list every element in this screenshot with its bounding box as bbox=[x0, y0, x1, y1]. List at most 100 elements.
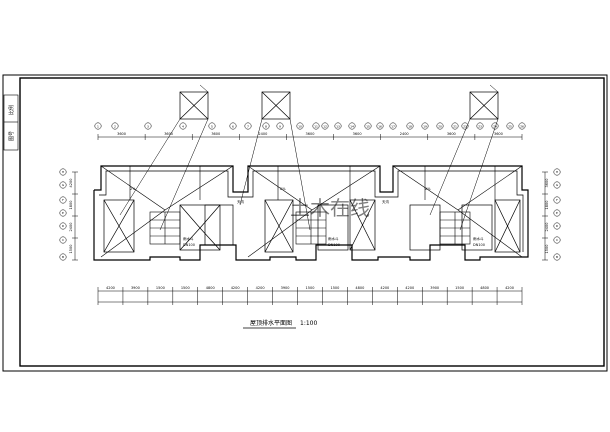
top-axis-bubble-0 bbox=[94, 122, 102, 130]
left-axis-bubble-0 bbox=[59, 168, 67, 176]
pipe-label-1: DN100 bbox=[183, 243, 195, 247]
left-dims-1: 1800 bbox=[69, 201, 73, 210]
top-axis-label-4: 5 bbox=[211, 124, 213, 128]
top-axis-label-16: 17 bbox=[391, 124, 395, 128]
top-axis-label-9: 10 bbox=[298, 124, 302, 128]
right-axis-label-6: B bbox=[556, 255, 558, 259]
right-dims-0: 3600 bbox=[545, 179, 549, 188]
top-axis-label-21: 22 bbox=[463, 124, 467, 128]
top-axis-bubble-2 bbox=[144, 122, 152, 130]
bottom-dimension-15: 4800 bbox=[480, 286, 489, 290]
drawing-title: 屋顶排水平面图 bbox=[250, 319, 292, 327]
top-axis-label-23: 24 bbox=[493, 124, 497, 128]
right-dims-2: 2400 bbox=[545, 223, 549, 232]
bottom-dimension-16: 4200 bbox=[505, 286, 514, 290]
top-axis-label-7: 8 bbox=[265, 124, 267, 128]
top-axis-bubble-5 bbox=[229, 122, 237, 130]
roof-hip-lines bbox=[100, 165, 523, 258]
right-axis-label-2: F bbox=[556, 198, 558, 202]
leader-lines bbox=[119, 84, 499, 231]
top-axis-bubble-9 bbox=[296, 122, 304, 130]
top-axis-bubble-6 bbox=[244, 122, 252, 130]
top-axis-bubble-21 bbox=[461, 122, 469, 130]
roof-annotations: 2% 2% 2% 雨水斗 雨水斗 雨水斗 DN100 DN100 DN100 天… bbox=[130, 187, 485, 247]
top-axis-bubble-17 bbox=[406, 122, 414, 130]
pipe-label-3: DN100 bbox=[473, 243, 485, 247]
top-dimension-2: 3600 bbox=[211, 132, 220, 136]
left-axis-bubble-6 bbox=[59, 253, 67, 261]
top-axis-label-17: 18 bbox=[408, 124, 412, 128]
sheet-border bbox=[2, 74, 608, 372]
left-axis-label-2: F bbox=[62, 198, 64, 202]
right-axis-bubble-1 bbox=[553, 181, 561, 189]
right-axis-label-0: H bbox=[556, 170, 558, 174]
bottom-dimension-5: 4200 bbox=[231, 286, 240, 290]
top-axis-label-22: 23 bbox=[478, 124, 482, 128]
top-dimension-3: 2400 bbox=[258, 132, 267, 136]
top-dimension-6: 2400 bbox=[400, 132, 409, 136]
bottom-dimension-2: 1500 bbox=[156, 286, 165, 290]
rooftop-boxes bbox=[179, 91, 499, 120]
title-block-text-2: 图号 bbox=[9, 131, 15, 141]
top-axis-label-8: 9 bbox=[279, 124, 281, 128]
right-axis-bubble-3 bbox=[553, 209, 561, 217]
top-axis-bubble-25 bbox=[518, 122, 526, 130]
bottom-dimension-lines bbox=[98, 290, 522, 303]
top-axis-label-25: 26 bbox=[520, 124, 524, 128]
slope-label-2: 2% bbox=[280, 187, 286, 191]
bottom-dimension-6: 4200 bbox=[256, 286, 265, 290]
right-axis-bubble-2 bbox=[553, 196, 561, 204]
left-axis-bubble-2 bbox=[59, 196, 67, 204]
top-dimension-7: 3600 bbox=[447, 132, 456, 136]
top-axis-label-6: 7 bbox=[247, 124, 249, 128]
top-axis-label-20: 21 bbox=[453, 124, 457, 128]
top-axis-bubble-18 bbox=[421, 122, 429, 130]
top-axis-bubble-1 bbox=[111, 122, 119, 130]
drawing-title-group: 屋顶排水平面图 1:100 bbox=[243, 319, 317, 329]
top-axis-label-18: 19 bbox=[423, 124, 427, 128]
top-axis-label-5: 6 bbox=[232, 124, 234, 128]
slope-label-3: 2% bbox=[425, 187, 431, 191]
top-dimension-0: 3600 bbox=[117, 132, 126, 136]
left-dims-2: 2400 bbox=[69, 223, 73, 232]
top-axis-bubble-15 bbox=[376, 122, 384, 130]
top-axis-label-14: 15 bbox=[366, 124, 370, 128]
right-axis-bubble-5 bbox=[553, 236, 561, 244]
top-axis-label-15: 16 bbox=[378, 124, 382, 128]
left-axis-bubble-4 bbox=[59, 222, 67, 230]
right-axis-bubble-6 bbox=[553, 253, 561, 261]
gutter-label-2: 天沟 bbox=[382, 199, 390, 204]
bottom-dimension-11: 4200 bbox=[380, 286, 389, 290]
bottom-dimension-12: 4200 bbox=[405, 286, 414, 290]
left-axis-label-4: D bbox=[62, 224, 65, 228]
top-axis-label-3: 4 bbox=[182, 124, 184, 128]
right-axis-label-3: E bbox=[556, 211, 558, 215]
title-block: 比例 图号 bbox=[3, 94, 19, 151]
bottom-dimension-10: 4800 bbox=[355, 286, 364, 290]
top-axis-label-19: 20 bbox=[438, 124, 442, 128]
top-axis-bubble-11 bbox=[321, 122, 329, 130]
right-axis-bubble-0 bbox=[553, 168, 561, 176]
drawing-scale: 1:100 bbox=[300, 320, 317, 327]
left-axis-label-5: C bbox=[62, 238, 64, 242]
top-axis-label-1: 2 bbox=[114, 124, 116, 128]
left-axis-label-1: G bbox=[62, 183, 65, 187]
top-axis-bubble-20 bbox=[451, 122, 459, 130]
top-axis-bubble-13 bbox=[348, 122, 356, 130]
top-dimension-4: 3600 bbox=[306, 132, 315, 136]
top-axis-label-13: 14 bbox=[350, 124, 354, 128]
top-axis-bubble-14 bbox=[364, 122, 372, 130]
drain-label-3: 雨水斗 bbox=[473, 236, 484, 241]
top-axis-label-12: 13 bbox=[336, 124, 340, 128]
top-axis-bubble-23 bbox=[491, 122, 499, 130]
slope-label-1: 2% bbox=[130, 187, 136, 191]
top-axis-bubble-22 bbox=[476, 122, 484, 130]
top-axis-label-0: 1 bbox=[97, 124, 99, 128]
top-axis-label-2: 3 bbox=[147, 124, 149, 128]
